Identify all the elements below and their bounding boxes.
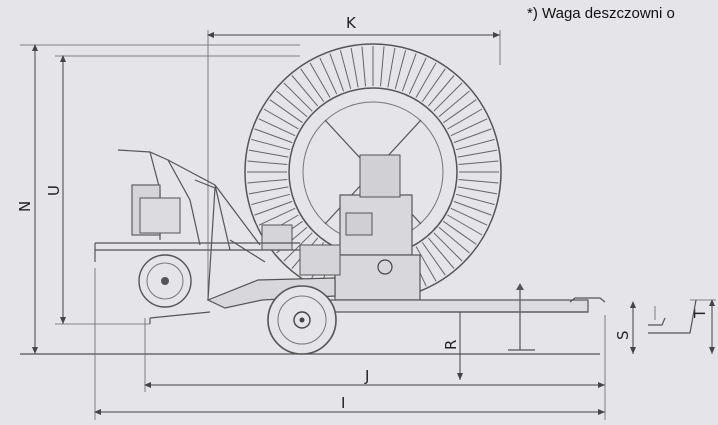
dimension-s-label: S xyxy=(614,330,632,340)
drum-rib xyxy=(350,47,359,88)
drum-rib xyxy=(453,200,492,216)
drum-rib xyxy=(387,47,396,88)
front-wheel xyxy=(138,254,192,308)
dimension-k: K xyxy=(207,14,500,38)
drum-rib xyxy=(408,57,427,95)
drum-rib xyxy=(427,237,455,269)
drum-rib xyxy=(269,99,303,124)
drum-rib xyxy=(438,90,470,118)
drum-rib xyxy=(247,179,288,184)
drum-rib xyxy=(443,99,477,124)
drum-rib xyxy=(447,108,483,130)
drum-rib xyxy=(457,149,498,158)
drum-rib xyxy=(458,160,499,165)
dimension-r-label: R xyxy=(442,340,460,350)
drum-rib xyxy=(457,186,498,195)
drum-rib xyxy=(300,68,325,102)
support-leg xyxy=(508,283,535,351)
dimension-n-label: N xyxy=(16,201,34,212)
drum-rib xyxy=(283,82,313,112)
drum-rib xyxy=(276,90,308,118)
drum-rib xyxy=(394,50,407,90)
drum-rib xyxy=(258,118,296,137)
drum-rib xyxy=(283,232,313,262)
drum-rib xyxy=(254,200,293,216)
drum-rib xyxy=(329,53,345,92)
dimension-u-label: U xyxy=(45,185,63,196)
drum-rib xyxy=(447,214,483,236)
drum-rib xyxy=(415,246,437,282)
drum-rib xyxy=(319,57,338,95)
drum-rib xyxy=(450,118,488,137)
drum-rib xyxy=(427,75,455,107)
hitch-detail xyxy=(648,299,697,334)
drum-rib xyxy=(433,232,463,262)
dimension-u: U xyxy=(45,55,66,324)
drum-rib xyxy=(339,50,352,90)
drum-rib xyxy=(248,149,289,158)
chassis xyxy=(94,242,589,324)
dimension-j: J xyxy=(144,367,605,388)
weight-footnote: *) Waga deszczowni o xyxy=(527,5,675,22)
tow-frame xyxy=(117,149,266,301)
drum-rib xyxy=(248,186,289,195)
dimension-i-label: I xyxy=(341,394,345,412)
drum-rib xyxy=(309,62,331,98)
drum-rib xyxy=(458,179,499,184)
drum-rib xyxy=(443,220,477,245)
drum-rib xyxy=(254,128,293,144)
dimension-k-label: K xyxy=(346,14,357,32)
drum-rib xyxy=(291,75,319,107)
drum-rib xyxy=(455,138,495,151)
drum-rib xyxy=(361,46,366,87)
drum-rib xyxy=(455,193,495,206)
dimension-t: T xyxy=(690,299,716,354)
drum-rib xyxy=(415,62,437,98)
drum-rib xyxy=(453,128,492,144)
drum-rib xyxy=(433,82,463,112)
drum-rib xyxy=(380,46,385,87)
drum-rib xyxy=(438,226,470,254)
main-frame xyxy=(261,154,421,301)
drum-rib xyxy=(247,160,288,165)
main-wheel xyxy=(267,285,337,355)
dimension-s: S xyxy=(614,301,636,354)
drum-rib xyxy=(401,53,417,92)
drum-rib xyxy=(251,193,291,206)
dimension-n: N xyxy=(16,44,38,354)
dimension-j-label: J xyxy=(364,367,369,385)
rear-hitch xyxy=(569,297,606,303)
dimension-t-label: T xyxy=(691,308,709,319)
dimension-i: I xyxy=(94,394,605,415)
dimension-r: R xyxy=(442,301,463,380)
drum-rib xyxy=(258,207,296,226)
drum-rib xyxy=(263,108,299,130)
drum-rib xyxy=(251,138,291,151)
drum-rib xyxy=(421,68,446,102)
drum-rib xyxy=(450,207,488,226)
drum-rib xyxy=(421,242,446,276)
